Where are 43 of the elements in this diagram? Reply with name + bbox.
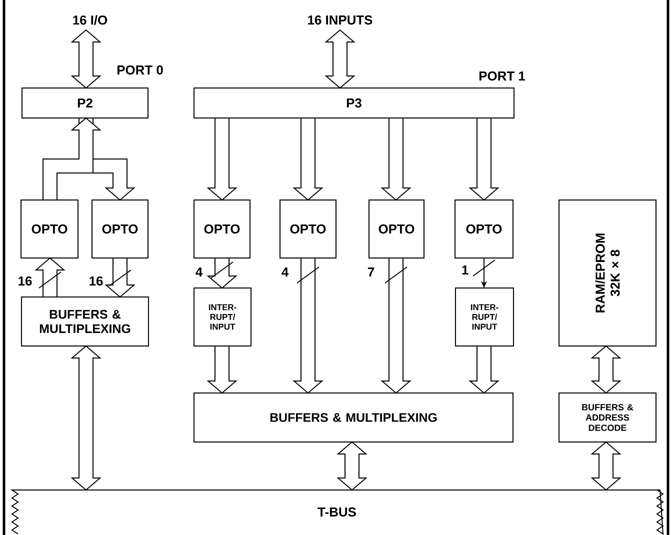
opto-box: OPTO — [194, 200, 250, 258]
port-label: PORT 0 — [117, 65, 163, 75]
bus-arrow — [34, 257, 66, 298]
bus-arrow — [468, 346, 500, 394]
bus-width-label: 4 — [282, 268, 289, 276]
bus-arrow — [70, 345, 102, 491]
bus-band: T-BUS — [10, 490, 664, 535]
bus-arrow — [590, 345, 622, 394]
port-label: PORT 1 — [479, 71, 526, 81]
bus-arrow — [324, 29, 356, 89]
bus-width-label: 7 — [368, 268, 374, 276]
bus-arrow — [206, 346, 238, 394]
interrupt-box: INTER- RUPT/ INPUT — [455, 288, 514, 346]
bus-arrow — [336, 441, 368, 491]
memory-box: RAM/EPROM 32K × 8 — [558, 200, 656, 346]
interrupt-box: INTER- RUPT/ INPUT — [194, 288, 252, 346]
bus-width-label: 16 — [18, 276, 32, 286]
buffer-box: BUFFERS & MULTIPLEXING — [194, 392, 514, 442]
bus-label: 16 INPUTS — [308, 15, 372, 25]
opto-box: OPTO — [20, 200, 78, 258]
opto-box: OPTO — [454, 200, 514, 258]
buffer-box: BUFFERS & MULTIPLEXING — [21, 296, 149, 346]
bus-arrow — [206, 118, 238, 201]
bus-arrow — [70, 29, 102, 89]
bus-width-label: 4 — [196, 268, 203, 276]
decoder-box: BUFFERS & ADDRESS DECODE — [558, 392, 656, 442]
bus-arrow — [380, 118, 412, 201]
bus-arrow — [104, 258, 136, 298]
opto-box: OPTO — [92, 200, 148, 258]
bus-arrow — [590, 441, 622, 491]
bus-arrow — [206, 258, 238, 289]
opto-box: OPTO — [280, 200, 336, 258]
bus-arrow — [292, 258, 324, 394]
bus-arrow — [292, 118, 324, 201]
bus-arrow — [42, 117, 102, 200]
opto-box: OPTO — [368, 200, 424, 258]
bus-width-label: 16 — [90, 276, 103, 286]
bus-arrow — [468, 118, 500, 201]
bus-width-label: 1 — [462, 266, 468, 274]
port-box: P3 — [194, 88, 514, 118]
bus-label: 16 I/O — [73, 15, 108, 25]
bus-arrow — [380, 258, 412, 394]
port-box: P2 — [22, 88, 148, 118]
